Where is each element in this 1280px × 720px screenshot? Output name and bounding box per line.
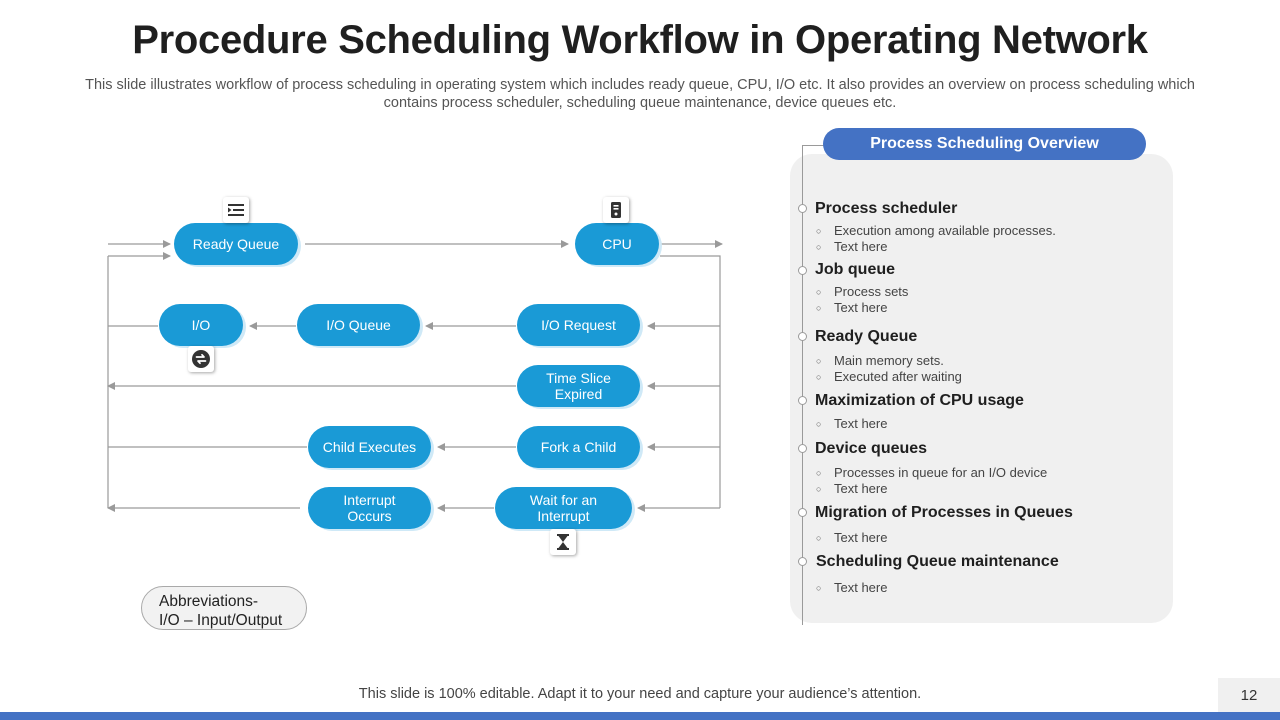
io-request-node: I/O Request [517, 304, 640, 346]
time-slice-line-1: Time Slice [546, 370, 611, 386]
section-title-cpu-usage: Maximization of CPU usage [815, 392, 1024, 409]
bullet-text: Text here [834, 239, 888, 254]
timeline-dot [798, 557, 807, 566]
bullet-item: ○ Text here [816, 239, 887, 254]
bullet-item: ○ Main memory sets. [816, 353, 944, 368]
abbreviations-line-1: Abbreviations- [159, 593, 259, 610]
bullet-item: ○ Execution among available processes. [816, 223, 1056, 238]
bullet-text: Processes in queue for an I/O device [834, 465, 1048, 480]
bullet-text: Text here [834, 580, 888, 595]
ready-queue-node: Ready Queue [174, 223, 298, 265]
bullet-item: ○ Text here [816, 530, 887, 545]
wait-interrupt-line-1: Wait for an [529, 492, 598, 508]
interrupt-occurs-line-2: Occurs [347, 508, 392, 524]
bullet-text: Execution among available processes. [834, 223, 1056, 238]
cpu-right-rail [660, 255, 721, 508]
io-queue-node: I/O Queue [297, 304, 420, 346]
section-title-queue-maintenance: Scheduling Queue maintenance [816, 553, 1059, 570]
circle-bullet-icon: ○ [816, 533, 822, 543]
list-icon [223, 197, 249, 223]
timeline-dot [798, 332, 807, 341]
timeline-dot [798, 266, 807, 275]
page-number: 12 [1218, 678, 1280, 712]
bullet-text: Text here [834, 300, 888, 315]
circle-bullet-icon: ○ [816, 468, 822, 478]
section-title-device-queues: Device queues [815, 440, 928, 457]
overview-header: Process Scheduling Overview [823, 128, 1146, 160]
timeline-dot [798, 444, 807, 453]
cpu-node: CPU [575, 223, 659, 265]
bullet-text: Main memory sets. [834, 353, 944, 368]
timeline-dot [798, 508, 807, 517]
bullet-item: ○ Process sets [816, 284, 908, 299]
circle-bullet-icon: ○ [816, 372, 822, 382]
section-title-process-scheduler: Process scheduler [815, 200, 958, 217]
bullet-text: Process sets [834, 284, 909, 299]
time-slice-line-2: Expired [554, 386, 603, 402]
circle-bullet-icon: ○ [816, 226, 822, 236]
abbreviations-note: Abbreviations- I/O – Input/Output [141, 586, 307, 630]
circle-bullet-icon: ○ [816, 484, 822, 494]
bullet-item: ○ Executed after waiting [816, 369, 962, 384]
circle-bullet-icon: ○ [816, 356, 822, 366]
footer-note: This slide is 100% editable. Adapt it to… [358, 686, 922, 702]
bullet-item: ○ Processes in queue for an I/O device [816, 465, 1047, 480]
slide-subtitle: This slide illustrates workflow of proce… [85, 77, 1195, 111]
section-title-job-queue: Job queue [815, 261, 896, 278]
overview-panel [790, 154, 1173, 623]
hourglass-icon [550, 529, 576, 555]
bottom-accent-bar [0, 712, 1280, 720]
swap-icon [188, 346, 214, 372]
circle-bullet-icon: ○ [816, 242, 822, 252]
section-title-ready-queue: Ready Queue [815, 328, 918, 345]
wait-interrupt-node: Wait for an Interrupt [495, 487, 632, 529]
bullet-text: Text here [834, 530, 888, 545]
io-node: I/O [159, 304, 243, 346]
bullet-item: ○ Text here [816, 481, 887, 496]
overview-timeline [802, 145, 803, 625]
circle-bullet-icon: ○ [816, 419, 822, 429]
interrupt-occurs-line-1: Interrupt [343, 492, 396, 508]
bullet-text: Executed after waiting [834, 369, 962, 384]
bullet-text: Text here [834, 416, 888, 431]
section-title-migration: Migration of Processes in Queues [815, 504, 1073, 521]
wait-interrupt-line-2: Interrupt [537, 508, 590, 524]
bullet-text: Text here [834, 481, 888, 496]
circle-bullet-icon: ○ [816, 287, 822, 297]
timeline-dot [798, 204, 807, 213]
bullet-item: ○ Text here [816, 416, 887, 431]
overview-timeline-stub [802, 145, 824, 146]
bullet-item: ○ Text here [816, 580, 887, 595]
slide-title: Procedure Scheduling Workflow in Operati… [132, 18, 1148, 62]
abbreviations-line-2: I/O – Input/Output [159, 612, 283, 629]
circle-bullet-icon: ○ [816, 303, 822, 313]
timeline-dot [798, 396, 807, 405]
circle-bullet-icon: ○ [816, 583, 822, 593]
child-executes-node: Child Executes [308, 426, 431, 468]
bullet-item: ○ Text here [816, 300, 887, 315]
time-slice-expired-node: Time Slice Expired [517, 365, 640, 407]
server-icon [603, 197, 629, 223]
fork-child-node: Fork a Child [517, 426, 640, 468]
interrupt-occurs-node: Interrupt Occurs [308, 487, 431, 529]
